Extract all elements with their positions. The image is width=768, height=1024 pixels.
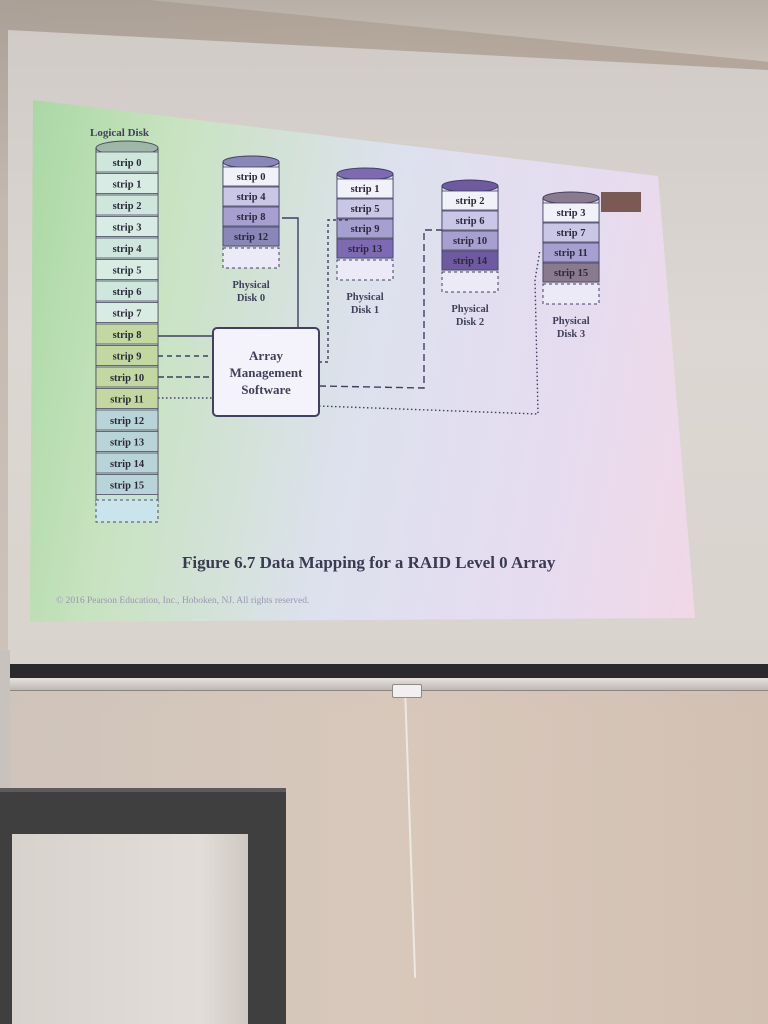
logical-strip-label: strip 13 bbox=[110, 438, 144, 449]
physical-disk-1: strip 1 strip 5 strip 9 strip 13 PhysicalDis… bbox=[336, 167, 394, 316]
physical-strip-label: strip 11 bbox=[554, 248, 588, 259]
connector-disk1 bbox=[319, 219, 350, 363]
logical-strip: strip 6 bbox=[95, 280, 159, 302]
logical-strip: strip 13 bbox=[95, 431, 159, 452]
logical-strip-label: strip 4 bbox=[113, 244, 143, 255]
connector-disk3 bbox=[318, 249, 541, 415]
logical-strip: strip 9 bbox=[95, 345, 159, 366]
physical-strip bbox=[336, 218, 394, 239]
physical-disk-label-line2: Disk 3 bbox=[557, 329, 585, 340]
physical-strip bbox=[441, 210, 499, 231]
physical-disk-0: strip 0 strip 4 strip 8 strip 12 PhysicalDis… bbox=[222, 155, 280, 304]
logical-strip: strip 12 bbox=[95, 409, 159, 431]
physical-disk-label-line2: Disk 0 bbox=[237, 293, 265, 304]
software-line-2: Management bbox=[230, 365, 304, 380]
physical-strip bbox=[336, 198, 394, 219]
software-line-3: Software bbox=[241, 382, 291, 397]
logical-strip: strip 4 bbox=[95, 237, 159, 259]
logical-strip-label: strip 2 bbox=[113, 201, 142, 212]
wall-edge bbox=[0, 650, 10, 790]
logical-strip: strip 11 bbox=[95, 388, 159, 409]
physical-strip-label: strip 10 bbox=[453, 236, 487, 247]
physical-strip bbox=[336, 178, 394, 199]
physical-strip-label: strip 1 bbox=[351, 184, 380, 195]
physical-strip bbox=[542, 262, 600, 283]
logical-strip-label: strip 6 bbox=[113, 287, 142, 298]
physical-strip bbox=[542, 222, 600, 243]
physical-strip bbox=[222, 206, 280, 227]
physical-strip bbox=[222, 166, 280, 187]
physical-strip-label: strip 0 bbox=[237, 172, 266, 183]
physical-strip-label: strip 13 bbox=[348, 244, 382, 255]
screen-roller bbox=[10, 678, 768, 691]
physical-strip-label: strip 3 bbox=[557, 208, 586, 219]
logical-strip: strip 3 bbox=[95, 216, 159, 237]
physical-strip bbox=[542, 242, 600, 263]
logical-strip-label: strip 1 bbox=[113, 180, 142, 191]
physical-strip-label: strip 9 bbox=[351, 224, 380, 235]
physical-strip bbox=[542, 202, 600, 223]
physical-strip bbox=[222, 186, 280, 207]
physical-strip-label: strip 8 bbox=[237, 212, 266, 223]
physical-strip-label: strip 4 bbox=[237, 192, 267, 203]
connector-lines bbox=[158, 217, 541, 415]
logical-strip-label: strip 7 bbox=[113, 309, 142, 320]
physical-strip-label: strip 14 bbox=[453, 256, 488, 267]
logical-strip: strip 0 bbox=[95, 151, 159, 173]
slide-corner-mark bbox=[601, 192, 641, 212]
physical-disk-label-line1: Physical bbox=[232, 280, 269, 291]
connector-disk0-up bbox=[282, 217, 299, 328]
logical-strip-label: strip 5 bbox=[113, 266, 142, 277]
physical-disk-label-line2: Disk 2 bbox=[456, 317, 484, 328]
logical-strip: strip 1 bbox=[95, 173, 159, 194]
physical-disk-label-line1: Physical bbox=[552, 316, 589, 327]
physical-strip bbox=[441, 190, 499, 211]
physical-strip-label: strip 6 bbox=[456, 216, 485, 227]
logical-strip: strip 15 bbox=[95, 474, 159, 495]
physical-disk-3: strip 3 strip 7 strip 11 strip 15 PhysicalDi… bbox=[542, 191, 600, 340]
logical-strip: strip 5 bbox=[95, 259, 159, 280]
physical-strip-label: strip 12 bbox=[234, 232, 268, 243]
logical-strip: strip 7 bbox=[95, 302, 159, 323]
cabinet-inner-panel bbox=[12, 834, 248, 1024]
logical-strip: strip 8 bbox=[95, 323, 159, 345]
logical-strip: strip 14 bbox=[95, 452, 159, 474]
physical-disk-label-line1: Physical bbox=[346, 292, 383, 303]
logical-strip-label: strip 12 bbox=[110, 416, 144, 427]
logical-strip-label: strip 10 bbox=[110, 373, 144, 384]
physical-strip bbox=[441, 250, 499, 271]
logical-strip-label: strip 3 bbox=[113, 223, 142, 234]
physical-strip-label: strip 15 bbox=[554, 268, 588, 279]
physical-strip-label: strip 5 bbox=[351, 204, 380, 215]
logical-strip-label: strip 14 bbox=[110, 459, 145, 470]
logical-disk-cylinder: strip 0 strip 1 strip 2 strip 3 strip 4 strip… bbox=[95, 140, 159, 523]
physical-strip-label: strip 2 bbox=[456, 196, 485, 207]
physical-disk-2: strip 2 strip 6 strip 10 strip 14 PhysicalDi… bbox=[441, 179, 499, 328]
physical-disk-label-line2: Disk 1 bbox=[351, 305, 379, 316]
logical-strip-label: strip 0 bbox=[113, 158, 142, 169]
figure-caption: Figure 6.7 Data Mapping for a RAID Level… bbox=[182, 553, 556, 572]
logical-strip: strip 2 bbox=[95, 194, 159, 216]
physical-disk-label-line1: Physical bbox=[451, 304, 488, 315]
physical-strip bbox=[336, 238, 394, 259]
logical-strip-label: strip 8 bbox=[113, 330, 142, 341]
logical-disk-label: Logical Disk bbox=[90, 127, 150, 139]
software-line-1: Array bbox=[249, 348, 283, 363]
screen-bottom-bar bbox=[10, 664, 768, 678]
logical-strip-label: strip 9 bbox=[113, 352, 142, 363]
copyright-notice: © 2016 Pearson Education, Inc., Hoboken,… bbox=[56, 595, 309, 606]
logical-strip-label: strip 11 bbox=[110, 395, 144, 406]
array-management-software-box: Array Management Software bbox=[212, 327, 320, 417]
physical-strip bbox=[441, 230, 499, 251]
logical-strip-label: strip 15 bbox=[110, 481, 144, 492]
pull-handle bbox=[392, 684, 422, 698]
physical-strip bbox=[222, 226, 280, 247]
logical-strip: strip 10 bbox=[95, 366, 159, 388]
physical-strip-label: strip 7 bbox=[557, 228, 586, 239]
